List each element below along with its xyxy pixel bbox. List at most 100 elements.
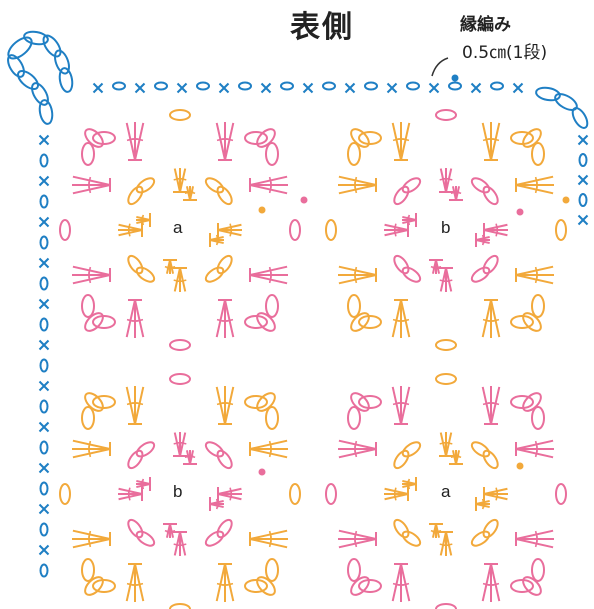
- sc-stitch: [577, 214, 589, 226]
- dc-stitch: [217, 493, 242, 501]
- chain-stitch: [81, 294, 95, 318]
- dc-stitch: [515, 184, 554, 195]
- dc-stitch: [72, 538, 111, 549]
- dc-stitch: [72, 448, 111, 459]
- chain-stitch: [554, 93, 578, 111]
- chain-stitch: [92, 315, 116, 329]
- sc-stitch: [344, 82, 356, 94]
- dc-stitch: [515, 448, 554, 459]
- chain-stitch: [435, 373, 457, 385]
- chain-stitch: [265, 294, 279, 318]
- chain-stitch: [39, 563, 49, 578]
- chain-stitch: [393, 449, 410, 470]
- dc-stitch: [338, 265, 377, 276]
- chain-stitch: [59, 483, 71, 505]
- motif-label-bottom-right: a: [441, 482, 451, 501]
- chain-stitch: [244, 579, 268, 593]
- join-dot: [451, 74, 459, 82]
- dc-stitch: [515, 274, 554, 285]
- chain-stitch: [435, 603, 457, 609]
- dc-stitch: [338, 184, 377, 195]
- dc-stitch: [483, 229, 508, 237]
- dc-stitch: [215, 386, 226, 425]
- sc-stitch: [577, 134, 589, 146]
- dc-stitch: [338, 175, 377, 186]
- chain-stitch: [169, 109, 191, 121]
- dc-stitch: [400, 563, 411, 602]
- chain-stitch: [204, 530, 225, 547]
- chain-stitch: [531, 142, 545, 166]
- sc-stitch: [577, 174, 589, 186]
- edging-name: 縁編み: [460, 15, 511, 35]
- chain-stitch: [196, 81, 210, 91]
- chain-stitch: [127, 518, 144, 539]
- dc-stitch: [215, 122, 226, 161]
- dc-stitch: [384, 223, 409, 231]
- sc-stitch: [512, 82, 524, 94]
- dc-stitch: [224, 122, 235, 161]
- dc-stitch: [400, 122, 411, 161]
- chain-stitch: [112, 81, 126, 91]
- dc-stitch: [249, 538, 288, 549]
- dc-stitch: [249, 175, 288, 186]
- chain-stitch: [578, 193, 588, 207]
- chain-stitch: [535, 86, 561, 102]
- dc-stitch: [400, 299, 411, 338]
- dc-stitch: [72, 175, 111, 186]
- sc-stitch: [38, 134, 50, 146]
- leader-line: [431, 57, 449, 77]
- dc-stitch: [338, 448, 377, 459]
- dc-stitch: [249, 439, 288, 450]
- dc-stitch: [515, 538, 554, 549]
- motif-top-right: [325, 109, 567, 351]
- motifs-layer: [59, 109, 567, 609]
- sc-stitch: [38, 298, 50, 310]
- dc-stitch: [490, 386, 501, 425]
- chain-stitch: [39, 358, 49, 373]
- dc-stitch: [224, 299, 235, 338]
- chain-stitch: [510, 579, 534, 593]
- chain-stitch: [470, 530, 491, 547]
- dc-stitch: [490, 563, 501, 602]
- dc-stitch: [515, 439, 554, 450]
- dc-stitch: [215, 563, 226, 602]
- chain-stitch: [42, 34, 62, 58]
- chain-stitch: [364, 81, 378, 91]
- sc-stitch: [134, 82, 146, 94]
- dc-stitch: [483, 493, 508, 501]
- sc-stitch: [38, 380, 50, 392]
- chain-stitch: [347, 294, 361, 318]
- dc-stitch: [217, 229, 242, 237]
- chain-stitch: [81, 142, 95, 166]
- sc-stitch: [176, 82, 188, 94]
- chain-stitch: [401, 441, 422, 458]
- sc-stitch: [38, 503, 50, 515]
- chain-stitch: [347, 558, 361, 582]
- chain-stitch: [265, 142, 279, 166]
- dc-stitch: [338, 529, 377, 540]
- chain-stitch: [470, 441, 491, 458]
- chain-stitch: [347, 142, 361, 166]
- diagram-title: 表側: [290, 10, 354, 45]
- sc-stitch: [38, 339, 50, 351]
- dc-stitch: [445, 432, 453, 457]
- chain-stitch: [135, 266, 156, 283]
- motif-label-top-left: a: [173, 218, 183, 237]
- sc-stitch: [470, 82, 482, 94]
- chain-stitch: [39, 440, 49, 455]
- motif-top-left: [59, 109, 301, 351]
- chain-stitch: [325, 483, 337, 505]
- chain-stitch: [39, 522, 49, 537]
- chain-stitch: [39, 399, 49, 414]
- chain-stitch: [92, 579, 116, 593]
- sc-stitch: [38, 544, 50, 556]
- dc-stitch: [515, 175, 554, 186]
- sc-stitch: [260, 82, 272, 94]
- dc-stitch: [338, 274, 377, 285]
- chain-stitch: [39, 317, 49, 332]
- chain-stitch: [347, 406, 361, 430]
- dc-stitch: [481, 386, 492, 425]
- dc-stitch: [384, 487, 409, 495]
- dc-stitch: [118, 487, 143, 495]
